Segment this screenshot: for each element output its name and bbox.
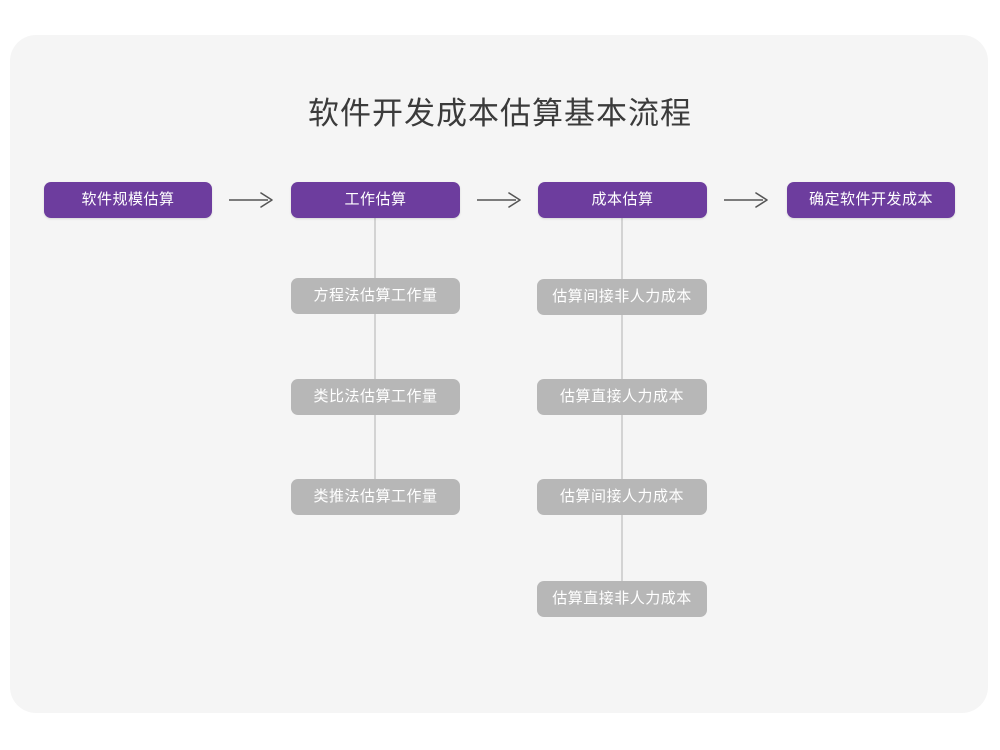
flow-step-4[interactable]: 确定软件开发成本 [787, 182, 955, 218]
branch-item-branch-work-estimation-3[interactable]: 类推法估算工作量 [291, 479, 460, 515]
flow-arrow-icon-2 [476, 190, 522, 210]
branch-item-branch-work-estimation-1[interactable]: 方程法估算工作量 [291, 278, 460, 314]
flow-step-3[interactable]: 成本估算 [538, 182, 707, 218]
branch-item-branch-cost-estimation-3[interactable]: 估算间接人力成本 [537, 479, 707, 515]
branch-connector-line [374, 218, 376, 496]
flow-arrow-icon-1 [228, 190, 274, 210]
flow-arrow-icon-3 [723, 190, 769, 210]
flow-step-1[interactable]: 软件规模估算 [44, 182, 212, 218]
flow-step-2[interactable]: 工作估算 [291, 182, 460, 218]
branch-item-branch-work-estimation-2[interactable]: 类比法估算工作量 [291, 379, 460, 415]
branch-item-branch-cost-estimation-4[interactable]: 估算直接非人力成本 [537, 581, 707, 617]
branch-item-branch-cost-estimation-2[interactable]: 估算直接人力成本 [537, 379, 707, 415]
page-title: 软件开发成本估算基本流程 [308, 96, 692, 131]
branch-item-branch-cost-estimation-1[interactable]: 估算间接非人力成本 [537, 279, 707, 315]
diagram-card [10, 35, 988, 713]
